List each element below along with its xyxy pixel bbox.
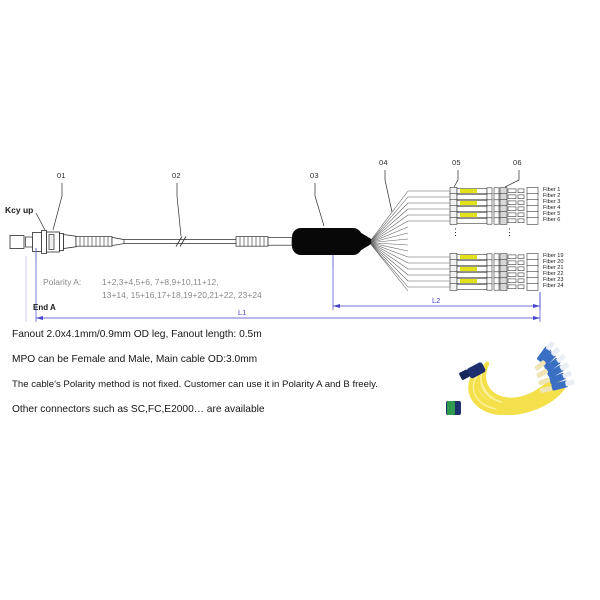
fiber-label: Fiber 24	[543, 283, 564, 289]
specification-notes: Fanout 2.0x4.1mm/0.9mm OD leg, Fanout le…	[12, 329, 442, 430]
fiber-label: Fiber 22	[543, 271, 564, 277]
callout-leader-lines	[35, 170, 520, 237]
fanout-fiber-bundle	[370, 190, 409, 292]
note-line: MPO can be Female and Male, Main cable O…	[12, 354, 258, 366]
ellipsis-vertical-right: ⋮	[505, 227, 514, 237]
fiber-label: Fiber 1	[543, 187, 561, 193]
polarity-label: Polarity A:	[43, 277, 82, 287]
fiber-label: Fiber 2	[543, 193, 561, 199]
ellipsis-vertical-left: ⋮	[451, 227, 460, 237]
callout-05: 05	[452, 158, 461, 167]
technical-drawing-canvas: 01 02 03 04 05 06 Kcy up End A Polarity …	[5, 158, 564, 322]
dimension-arrowheads	[36, 304, 540, 320]
callout-01: 01	[57, 171, 66, 180]
note-line: Other connectors such as SC,FC,E2000… ar…	[12, 404, 265, 415]
fiber-label: Fiber 6	[543, 217, 561, 223]
product-photo-inset	[446, 341, 594, 415]
lc-connector-row-group-bottom	[449, 253, 539, 291]
fiber-label: Fiber 5	[543, 211, 561, 217]
lc-connector-row-group-top	[449, 187, 539, 225]
photo-mpo-connector-green	[446, 401, 461, 415]
note-line: Fanout 2.0x4.1mm/0.9mm OD leg, Fanout le…	[12, 329, 262, 340]
fiber-label: Fiber 21	[543, 265, 564, 271]
fiber-label: Fiber 3	[543, 199, 561, 205]
fiber-label: Fiber 4	[543, 205, 561, 211]
photo-yellow-cable-loop	[468, 361, 566, 415]
mpo-connector-assembly	[9, 230, 125, 254]
callout-06: 06	[513, 158, 522, 167]
photo-lc-connector-fan	[534, 341, 575, 393]
furcation-strain-boot	[235, 236, 293, 247]
end-a-label: End A	[33, 303, 56, 312]
photo-mpo-boot	[459, 362, 486, 380]
note-line: The cable's Polarity method is not fixed…	[12, 379, 378, 391]
fiber-label: Fiber 20	[543, 259, 564, 265]
dimension-label-l1: L1	[238, 308, 247, 317]
cable-break-symbol	[175, 236, 187, 247]
callout-03: 03	[310, 171, 319, 180]
key-up-label: Kcy up	[5, 205, 34, 215]
polarity-line-2: 13+14, 15+16,17+18,19+20,21+22, 23+24	[102, 290, 262, 300]
leg-fiber-lines	[408, 190, 450, 288]
fiber-label: Fiber 23	[543, 277, 564, 283]
dimension-label-l2: L2	[432, 296, 441, 305]
callout-04: 04	[379, 158, 388, 167]
furcation-body	[292, 228, 372, 255]
callout-02: 02	[172, 171, 181, 180]
fiber-label: Fiber 19	[543, 253, 564, 259]
polarity-line-1: 1+2,3+4,5+6, 7+8,9+10,11+12,	[102, 277, 219, 287]
